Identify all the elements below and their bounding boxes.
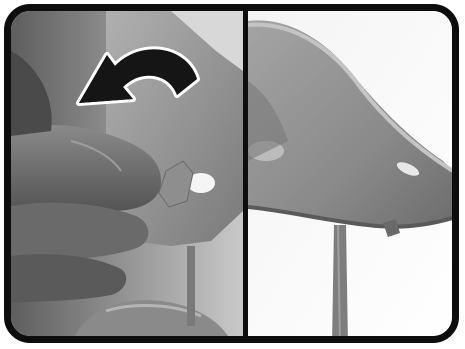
left-panel-photo (11, 11, 243, 336)
right-panel (248, 11, 459, 336)
right-panel-photo (248, 11, 459, 336)
left-panel (11, 11, 243, 336)
photo-frame (4, 4, 459, 343)
